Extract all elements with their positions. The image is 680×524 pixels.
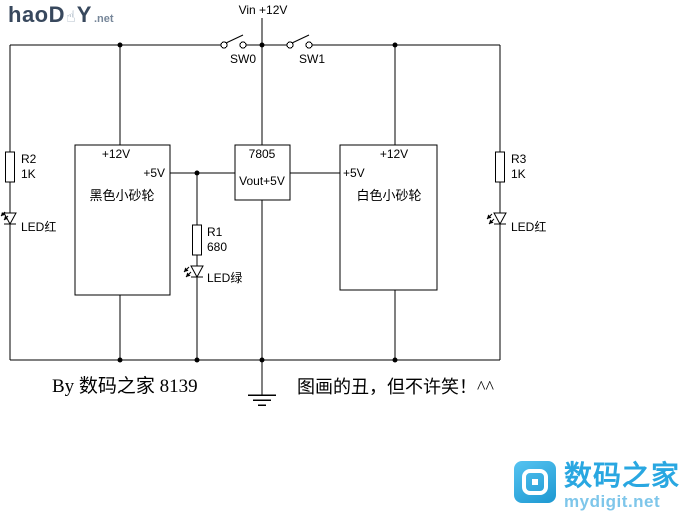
mydigit-logo-icon <box>514 461 556 503</box>
junction-dot <box>392 42 398 48</box>
regulator-7805-box <box>234 144 291 201</box>
vin-label: Vin +12V <box>239 3 288 17</box>
white-box-12v-label: +12V <box>380 147 408 161</box>
r3-label: R3 <box>511 152 527 166</box>
led-red-left <box>0 211 17 226</box>
led-red-right <box>486 212 507 226</box>
junction-dots <box>117 42 398 363</box>
aperture-glyph-icon <box>522 469 548 495</box>
sw0-label: SW0 <box>230 52 256 66</box>
white-box-title: 白色小砂轮 <box>356 188 421 203</box>
switch-terminal <box>286 41 294 49</box>
regulator-name: 7805 <box>249 147 276 161</box>
black-box-title: 黑色小砂轮 <box>89 188 154 203</box>
junction-dot <box>117 42 123 48</box>
caption-note: 图画的丑，但不许笑！^^ <box>297 377 494 397</box>
led-left-label: LED红 <box>21 219 56 234</box>
switch-terminal <box>305 41 313 49</box>
junction-dot <box>194 170 200 176</box>
watermark-text-hao: hao <box>8 2 49 27</box>
switch-sw0 <box>220 34 247 49</box>
switch-blade <box>291 34 310 44</box>
led-triangle <box>493 212 507 226</box>
switch-sw1 <box>286 34 313 49</box>
watermark-text-d: D <box>48 2 66 27</box>
led-emission-arrowheads <box>1 212 8 220</box>
led-middle-label: LED绿 <box>207 270 242 285</box>
r2-value: 1K <box>21 167 36 181</box>
white-wheel-box <box>339 144 438 291</box>
led-emission-arrowheads <box>487 214 494 224</box>
white-box-5v-label: +5V <box>343 166 365 180</box>
led-triangle <box>190 265 204 279</box>
junction-dot <box>392 357 398 363</box>
caption-author: By 数码之家 8139 <box>52 376 198 397</box>
mydigit-logo: 数码之家 mydigit.net <box>514 461 680 512</box>
brand-site: mydigit.net <box>564 492 661 512</box>
switch-terminal <box>239 41 247 49</box>
switch-blade <box>225 34 244 44</box>
black-box-12v-label: +12V <box>102 147 130 161</box>
led-green-middle <box>183 265 204 279</box>
hand-icon: ☝ <box>66 9 76 26</box>
r2-label: R2 <box>21 152 37 166</box>
r3-value: 1K <box>511 167 526 181</box>
switch-terminal <box>220 41 228 49</box>
junction-dot <box>117 357 123 363</box>
junction-dot <box>259 357 265 363</box>
black-wheel-box <box>74 144 171 296</box>
black-box-5v-label: +5V <box>143 166 165 180</box>
r1-label: R1 <box>207 225 223 239</box>
junction-dot <box>194 357 200 363</box>
resistor-r3 <box>495 151 505 183</box>
r1-value: 680 <box>207 240 227 254</box>
watermark-text-net: .net <box>93 13 114 25</box>
ground-symbol <box>248 394 276 406</box>
watermark-text-y: Y <box>76 2 92 27</box>
junction-dot <box>259 42 265 48</box>
sw1-label: SW1 <box>299 52 325 66</box>
resistor-r2 <box>5 151 15 183</box>
regulator-vout-label: Vout+5V <box>239 174 285 188</box>
brand-name: 数码之家 <box>564 460 680 491</box>
resistor-r1 <box>192 224 202 256</box>
mydigit-logo-text: 数码之家 mydigit.net <box>564 461 680 512</box>
led-right-label: LED红 <box>511 219 546 234</box>
led-emission-arrowheads <box>184 267 191 277</box>
